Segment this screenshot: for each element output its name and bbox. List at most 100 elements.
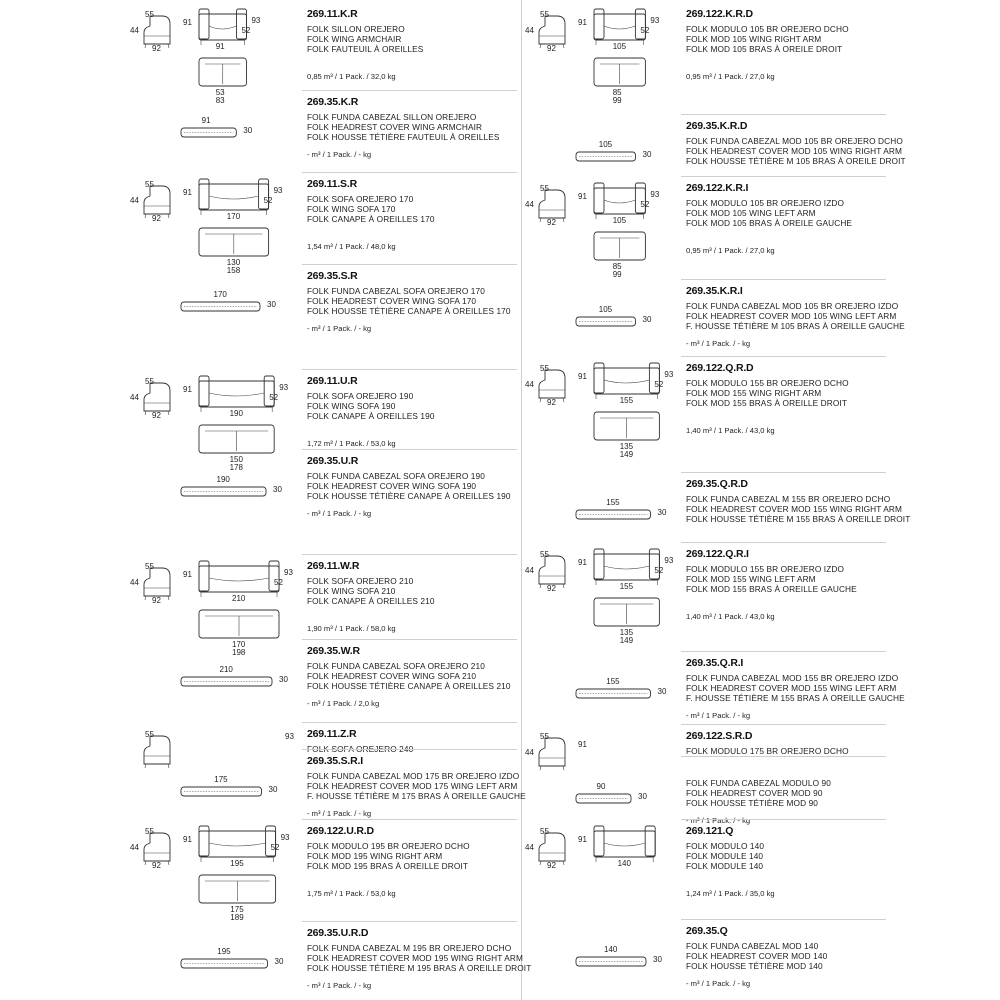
headrest-cover-drawing xyxy=(180,958,268,969)
description-line-3: FOLK HOUSSE TÉTIÈRE M 105 BRAS À OREILE … xyxy=(686,156,906,166)
entry-divider xyxy=(302,554,517,555)
description-line-2: FOLK HEADREST COVER MOD 90 xyxy=(686,788,823,798)
dim-label-a: 55 xyxy=(145,180,154,189)
front-cushion-line xyxy=(603,25,636,30)
packing-spec: 1,72 m³ / 1 Pack. / 53,0 kg xyxy=(307,439,396,448)
front-view-drawing xyxy=(198,825,277,862)
description-line-1: FOLK SOFA OREJERO 210 xyxy=(307,576,414,586)
dim-label-h: 135 xyxy=(619,628,634,637)
dim-label-c: 44 xyxy=(525,843,534,852)
dim-label-c: 44 xyxy=(525,566,534,575)
front-view-drawing xyxy=(198,178,270,215)
front-view-drawing xyxy=(593,362,660,399)
front-left-wing xyxy=(593,8,605,40)
description-line-1: FOLK FUNDA CABEZAL MOD 140 xyxy=(686,941,819,951)
dim-label-h: 130 xyxy=(226,258,241,267)
side-view-drawing xyxy=(143,567,171,601)
dim-label-d: 92 xyxy=(547,398,556,407)
description-line-2: FOLK WING SOFA 170 xyxy=(307,204,396,214)
dim-label-d: 92 xyxy=(152,44,161,53)
top-view-drawing xyxy=(593,231,646,261)
product-code: 269.35.U.R xyxy=(307,455,359,467)
dim-label-g: 52 xyxy=(269,393,279,402)
description-line-1: FOLK MODULO 155 BR OREJERO IZDO xyxy=(686,564,845,574)
front-legs xyxy=(200,592,278,597)
description-line-1: FOLK FUNDA CABEZAL MOD 105 BR OREJERO DC… xyxy=(686,136,903,146)
description-line-2: FOLK HEADREST COVER MOD 105 WING RIGHT A… xyxy=(686,146,902,156)
dim-label-t: 30 xyxy=(243,126,253,135)
cover-outline xyxy=(180,486,267,497)
front-left-wing xyxy=(593,825,605,857)
description-line-1: FOLK MODULO 155 BR OREJERO DCHO xyxy=(686,378,849,388)
description-line-3: FOLK MOD 105 BRAS À OREILE GAUCHE xyxy=(686,218,853,228)
packing-spec: - m³ / 1 Pack. / - kg xyxy=(686,979,751,988)
dim-label-h: 135 xyxy=(619,442,634,451)
side-legs xyxy=(539,397,565,403)
side-outline xyxy=(538,832,566,862)
product-code: 269.35.K.R.I xyxy=(686,285,743,297)
dim-label-h: 53 xyxy=(215,88,225,97)
headrest-cover-drawing xyxy=(180,676,273,687)
packing-spec: - m³ / 1 Pack. / - kg xyxy=(307,324,372,333)
packing-spec: - m³ / 1 Pack. / - kg xyxy=(307,509,372,518)
front-legs xyxy=(200,209,267,215)
dim-label-w: 90 xyxy=(596,782,606,791)
description-line-1: FOLK FUNDA CABEZAL MOD 105 BR OREJERO IZ… xyxy=(686,301,899,311)
dim-label-a: 55 xyxy=(145,730,154,739)
dim-label-b: 91 xyxy=(578,740,587,749)
dim-label-a: 55 xyxy=(540,184,549,193)
dim-label-e: 105 xyxy=(612,42,627,51)
description-line-2: FOLK HEADREST COVER WING SOFA 170 xyxy=(307,296,477,306)
dim-label-c: 44 xyxy=(130,393,139,402)
dim-label-a: 55 xyxy=(145,377,154,386)
dim-label-i: 149 xyxy=(619,636,634,645)
side-legs xyxy=(539,765,565,771)
dim-label-i: 149 xyxy=(619,450,634,459)
front-view-drawing xyxy=(593,548,660,585)
side-outline xyxy=(538,555,566,585)
dim-label-a: 55 xyxy=(540,827,549,836)
description-line-1: FOLK MODULO 140 xyxy=(686,841,765,851)
packing-spec: 1,75 m³ / 1 Pack. / 53,0 kg xyxy=(307,889,396,898)
dim-label-b: 91 xyxy=(578,558,587,567)
dim-label-a: 55 xyxy=(540,550,549,559)
dim-label-t: 30 xyxy=(638,792,647,801)
description-line-3: FOLK HOUSSE TÉTIÈRE MOD 140 xyxy=(686,961,823,971)
description-line-2: FOLK HEADREST COVER MOD 155 WING LEFT AR… xyxy=(686,683,897,693)
top-outline xyxy=(593,411,660,441)
description-line-2: FOLK MOD 155 WING RIGHT ARM xyxy=(686,388,822,398)
front-legs xyxy=(595,213,644,219)
description-line-1: FOLK FUNDA CABEZAL SOFA OREJERO 190 xyxy=(307,471,485,481)
front-left-wing xyxy=(198,375,210,407)
side-view-drawing xyxy=(538,15,566,49)
dim-label-i: 189 xyxy=(230,913,244,922)
entry-divider xyxy=(302,639,517,640)
side-outline xyxy=(143,567,171,597)
product-code: 269.122.K.R.I xyxy=(686,182,749,194)
side-legs xyxy=(539,583,565,589)
entry-divider xyxy=(681,114,886,115)
product-code: 269.35.W.R xyxy=(307,645,360,657)
description-line-2: FOLK MOD 105 WING RIGHT ARM xyxy=(686,34,822,44)
description-line-1: FOLK SOFA OREJERO 170 xyxy=(307,194,414,204)
dim-label-c: 44 xyxy=(130,843,139,852)
front-cushion-line xyxy=(603,199,636,204)
entry-divider xyxy=(302,264,517,265)
dim-label-g: 52 xyxy=(274,578,283,587)
dim-label-c: 44 xyxy=(130,196,139,205)
description-line-2: FOLK MOD 155 WING LEFT ARM xyxy=(686,574,816,584)
front-right-wing xyxy=(644,825,656,857)
dim-label-f: 93 xyxy=(273,186,283,195)
headrest-cover-drawing xyxy=(575,316,636,327)
front-legs xyxy=(200,406,273,412)
entry-divider xyxy=(302,90,517,91)
front-body xyxy=(593,13,646,41)
dim-label-i: 99 xyxy=(612,270,622,279)
dim-label-b: 91 xyxy=(183,18,192,27)
dim-label-a: 55 xyxy=(145,562,154,571)
description-line-3: FOLK HOUSSE TÉTIÈRE M 155 BRAS À OREILLE… xyxy=(686,514,911,524)
entry-divider xyxy=(681,279,886,280)
packing-spec: 0,95 m³ / 1 Pack. / 27,0 kg xyxy=(686,72,775,81)
description-line-3: FOLK MOD 155 BRAS À OREILLE GAUCHE xyxy=(686,584,857,594)
